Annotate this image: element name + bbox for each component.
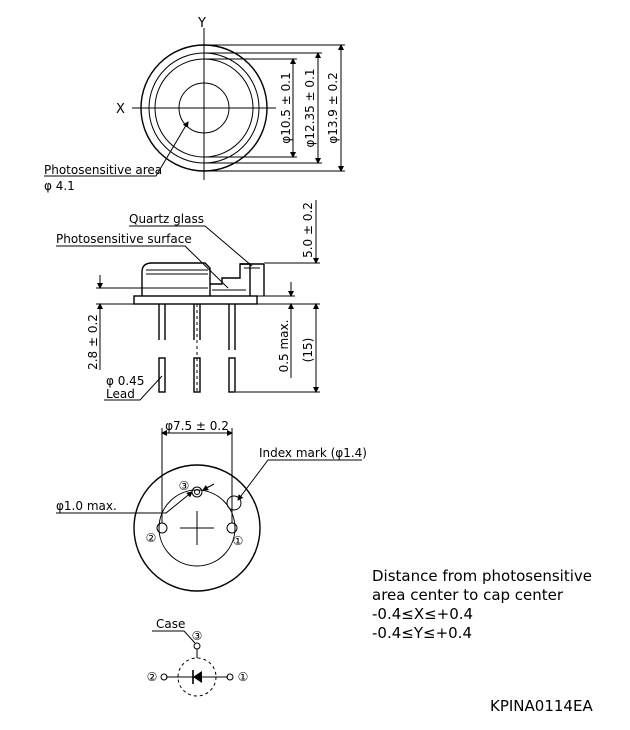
photosensitive-surface-label: Photosensitive surface: [56, 232, 192, 246]
bottom-pin3-label: ③: [179, 479, 190, 493]
index-mark-label: Index mark (φ1.4): [259, 446, 367, 460]
photosensitive-area-leader: [44, 121, 189, 177]
note-line-3: -0.4≤X≤+0.4: [372, 605, 474, 623]
dim-outer-label: φ13.9 ± 0.2: [326, 72, 340, 143]
pin-hole-label: φ1.0 max.: [56, 499, 117, 513]
photosensitive-surface-leader: [56, 245, 229, 289]
base-outer-circle: [133, 464, 261, 592]
quartz-glass-leader: [129, 225, 253, 267]
schematic: Case ③ ② ①: [147, 617, 249, 697]
dim-flange-label: 0.5 max.: [277, 320, 291, 373]
photodiode-symbol: [193, 671, 202, 683]
dim-mid-label: φ12.35 ± 0.1: [303, 68, 317, 147]
dim-surface-height-label: 2.8 ± 0.2: [86, 314, 100, 370]
cap-body: [141, 262, 211, 296]
leads: [158, 304, 236, 393]
bottom-view: φ7.5 ± 0.2 Index mark (φ1.4) φ1.0 max. ③…: [56, 419, 367, 592]
note-line-1: Distance from photosensitive: [372, 567, 592, 585]
schem-pin3-label: ③: [192, 629, 203, 643]
dim-inner-label: φ10.5 ± 0.1: [279, 72, 293, 143]
y-axis-label: Y: [197, 16, 206, 31]
cap-right-step: [210, 263, 251, 296]
dim-lead-length-label: (15): [301, 338, 315, 363]
note-line-2: area center to cap center: [372, 586, 564, 604]
photosensitive-area-label: Photosensitive area: [44, 163, 162, 177]
index-mark: [226, 495, 242, 511]
side-view: Quartz glass Photosensitive surface 5.0 …: [56, 200, 320, 401]
note-line-4: -0.4≤Y≤+0.4: [372, 624, 472, 642]
dim-height-label: 5.0 ± 0.2: [301, 202, 315, 258]
photosensitive-area-value: φ 4.1: [44, 179, 75, 193]
schem-pin2-label: ②: [147, 670, 158, 684]
x-axis-label: X: [116, 102, 125, 117]
schem-pin1-label: ①: [238, 670, 249, 684]
bottom-pin2-label: ②: [146, 531, 157, 545]
quartz-glass-label: Quartz glass: [129, 212, 204, 226]
pin3-hole: [191, 486, 203, 498]
case-label: Case: [156, 617, 185, 631]
pin-hole-leader: [56, 491, 193, 514]
stem-flange: [133, 295, 258, 305]
drawing-id: KPINA0114EA: [490, 697, 593, 715]
case-leader: [152, 630, 196, 644]
bottom-pin1-label: ①: [233, 534, 244, 548]
lead-label: Lead: [106, 387, 135, 401]
index-mark-leader: [237, 459, 362, 501]
top-view: X Y φ10.5 ± 0.1 φ12.35 ± 0.1 φ13.9 ± 0.2…: [44, 16, 345, 193]
lead-leader: [104, 375, 163, 401]
center-offset-note: Distance from photosensitive area center…: [372, 567, 592, 643]
lead-diameter-label: φ 0.45: [106, 374, 144, 388]
dim-pitch-label: φ7.5 ± 0.2: [165, 419, 229, 433]
